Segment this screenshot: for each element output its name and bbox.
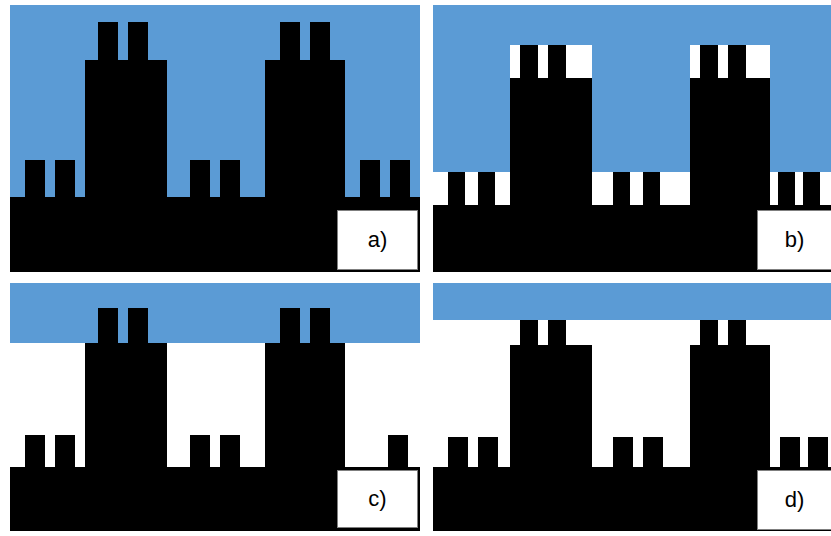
panel-label: d) (785, 487, 805, 513)
panel-label-box: d) (757, 470, 831, 530)
panel-label-box: c) (337, 470, 418, 528)
panel-a (10, 5, 420, 272)
panel-label: c) (368, 486, 386, 512)
panel-d (433, 283, 831, 531)
panel-c (10, 283, 420, 531)
panel-b (433, 5, 831, 272)
panel-label: b) (785, 227, 805, 253)
panel-label-box: a) (337, 210, 418, 270)
panel-label: a) (368, 227, 388, 253)
panel-label-box: b) (757, 210, 831, 270)
